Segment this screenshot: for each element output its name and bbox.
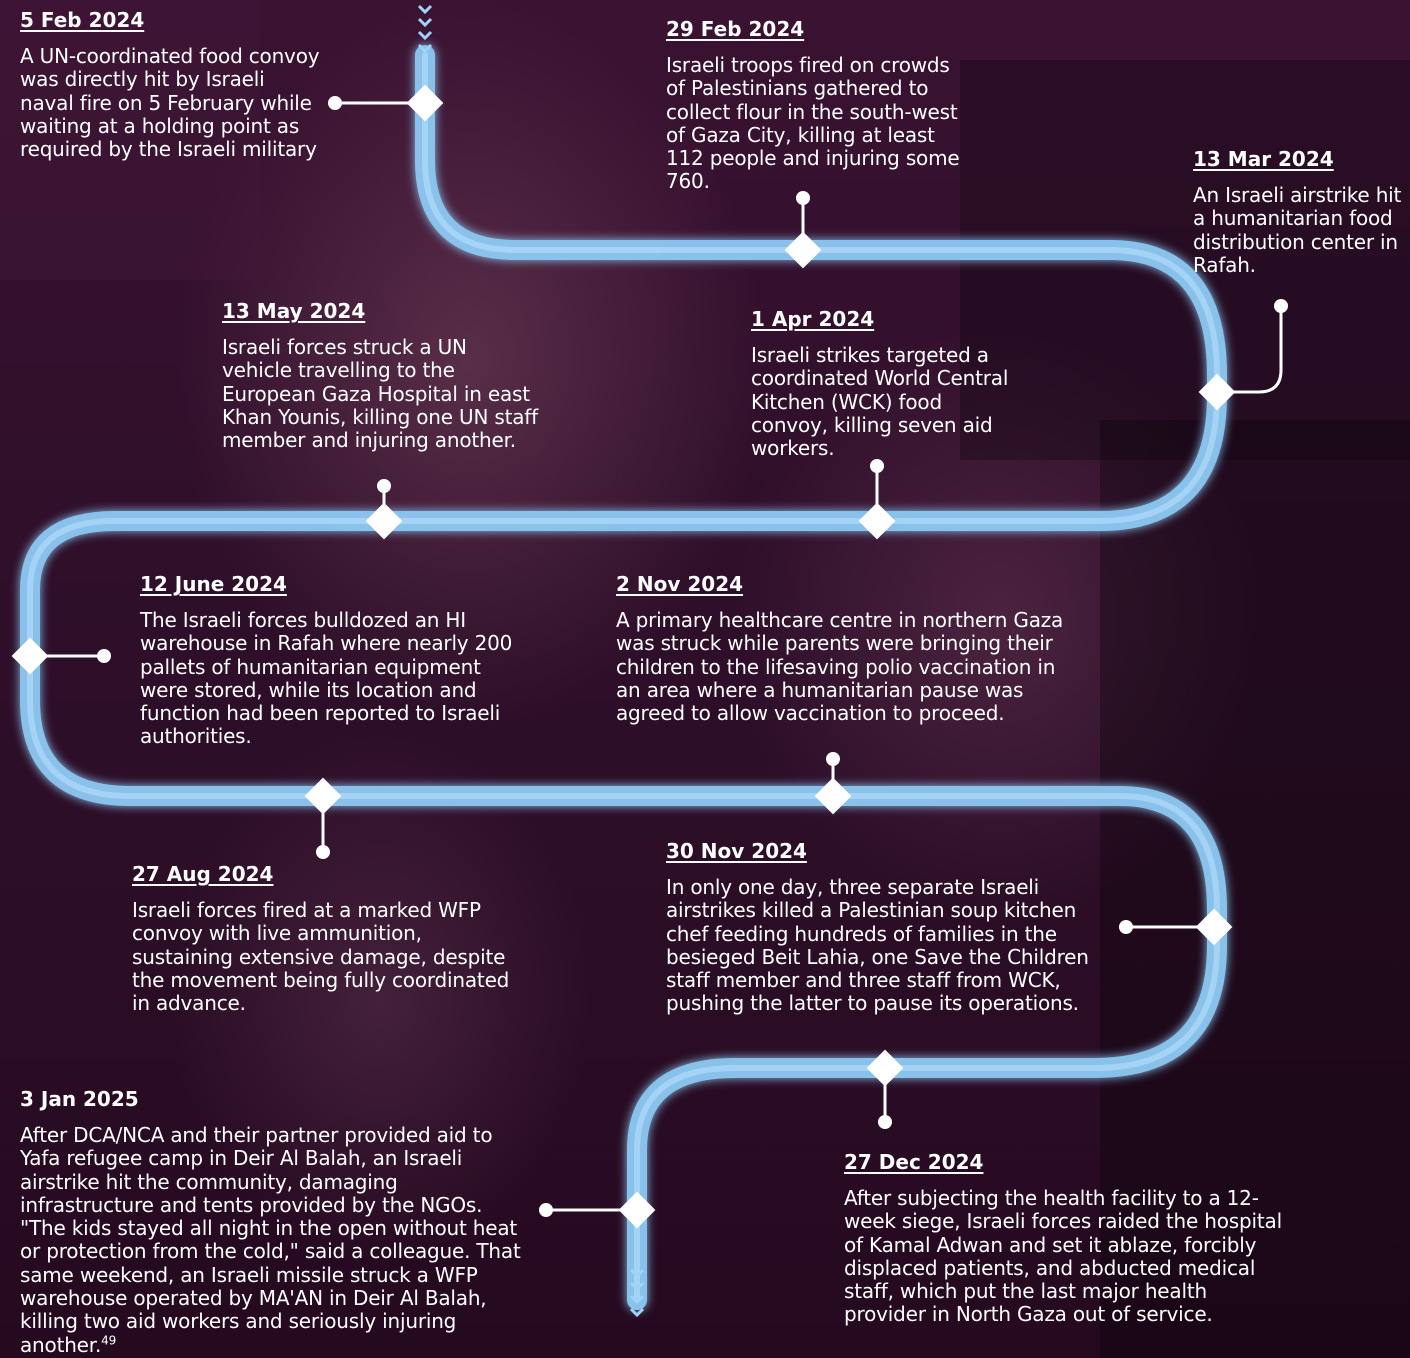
event-13-may-2024: 13 May 2024 Israeli forces struck a UN v… <box>222 299 542 452</box>
marker-5-feb-2024 <box>328 84 444 122</box>
marker-27-aug-2024 <box>304 777 342 859</box>
event-description: Israeli strikes targeted a coordinated W… <box>751 343 1009 461</box>
event-date: 2 Nov 2024 <box>616 572 744 596</box>
event-30-nov-2024: 30 Nov 2024 In only one day, three separ… <box>666 839 1111 1016</box>
marker-13-mar-2024 <box>1198 299 1288 411</box>
event-1-apr-2024: 1 Apr 2024 Israeli strikes targeted a co… <box>751 307 1011 460</box>
event-2-nov-2024: 2 Nov 2024 A primary healthcare centre i… <box>616 572 1071 725</box>
event-description: A UN-coordinated food convoy was directl… <box>20 44 320 162</box>
event-description: After DCA/NCA and their partner provided… <box>20 1123 530 1357</box>
event-date: 13 Mar 2024 <box>1193 147 1334 171</box>
event-description: After subjecting the health facility to … <box>844 1186 1282 1327</box>
marker-2-nov-2024 <box>814 752 852 815</box>
marker-30-nov-2024 <box>1119 908 1233 946</box>
event-date: 27 Aug 2024 <box>132 862 274 886</box>
event-description: Israeli troops fired on crowds of Palest… <box>666 53 960 194</box>
event-12-june-2024: 12 June 2024 The Israeli forces bulldoze… <box>140 572 515 749</box>
marker-27-dec-2024 <box>866 1049 904 1129</box>
footnote-marker: 49 <box>101 1333 117 1348</box>
marker-12-june-2024 <box>11 637 111 675</box>
event-13-mar-2024: 13 Mar 2024 An Israeli airstrike hit a h… <box>1193 147 1405 277</box>
marker-29-feb-2024 <box>784 191 822 269</box>
event-date: 13 May 2024 <box>222 299 366 323</box>
event-date: 29 Feb 2024 <box>666 17 805 41</box>
event-date: 3 Jan 2025 <box>20 1087 139 1111</box>
event-description: An Israeli airstrike hit a humanitarian … <box>1193 183 1402 277</box>
event-3-jan-2025: 3 Jan 2025 After DCA/NCA and their partn… <box>20 1087 530 1357</box>
path-start-chevrons <box>417 4 433 54</box>
event-29-feb-2024: 29 Feb 2024 Israeli troops fired on crow… <box>666 17 966 194</box>
event-date: 30 Nov 2024 <box>666 839 807 863</box>
timeline-path <box>20 45 1227 1310</box>
event-description: In only one day, three separate Israeli … <box>666 875 1089 1016</box>
event-date: 5 Feb 2024 <box>20 8 145 32</box>
event-description: A primary healthcare centre in northern … <box>616 608 1064 726</box>
marker-13-may-2024 <box>365 479 403 540</box>
path-end-chevrons <box>629 1268 645 1318</box>
event-5-feb-2024: 5 Feb 2024 A UN-coordinated food convoy … <box>20 8 320 161</box>
event-27-dec-2024: 27 Dec 2024 After subjecting the health … <box>844 1150 1284 1327</box>
event-description: Israeli forces struck a UN vehicle trave… <box>222 335 538 453</box>
marker-1-apr-2024 <box>858 459 896 540</box>
event-description: Israeli forces fired at a marked WFP con… <box>132 898 510 1016</box>
event-date: 1 Apr 2024 <box>751 307 875 331</box>
event-date: 27 Dec 2024 <box>844 1150 984 1174</box>
event-27-aug-2024: 27 Aug 2024 Israeli forces fired at a ma… <box>132 862 522 1015</box>
event-description: The Israeli forces bulldozed an HI wareh… <box>140 608 513 749</box>
event-date: 12 June 2024 <box>140 572 287 596</box>
marker-3-jan-2025 <box>539 1191 656 1229</box>
event-description-text: After DCA/NCA and their partner provided… <box>20 1123 521 1357</box>
